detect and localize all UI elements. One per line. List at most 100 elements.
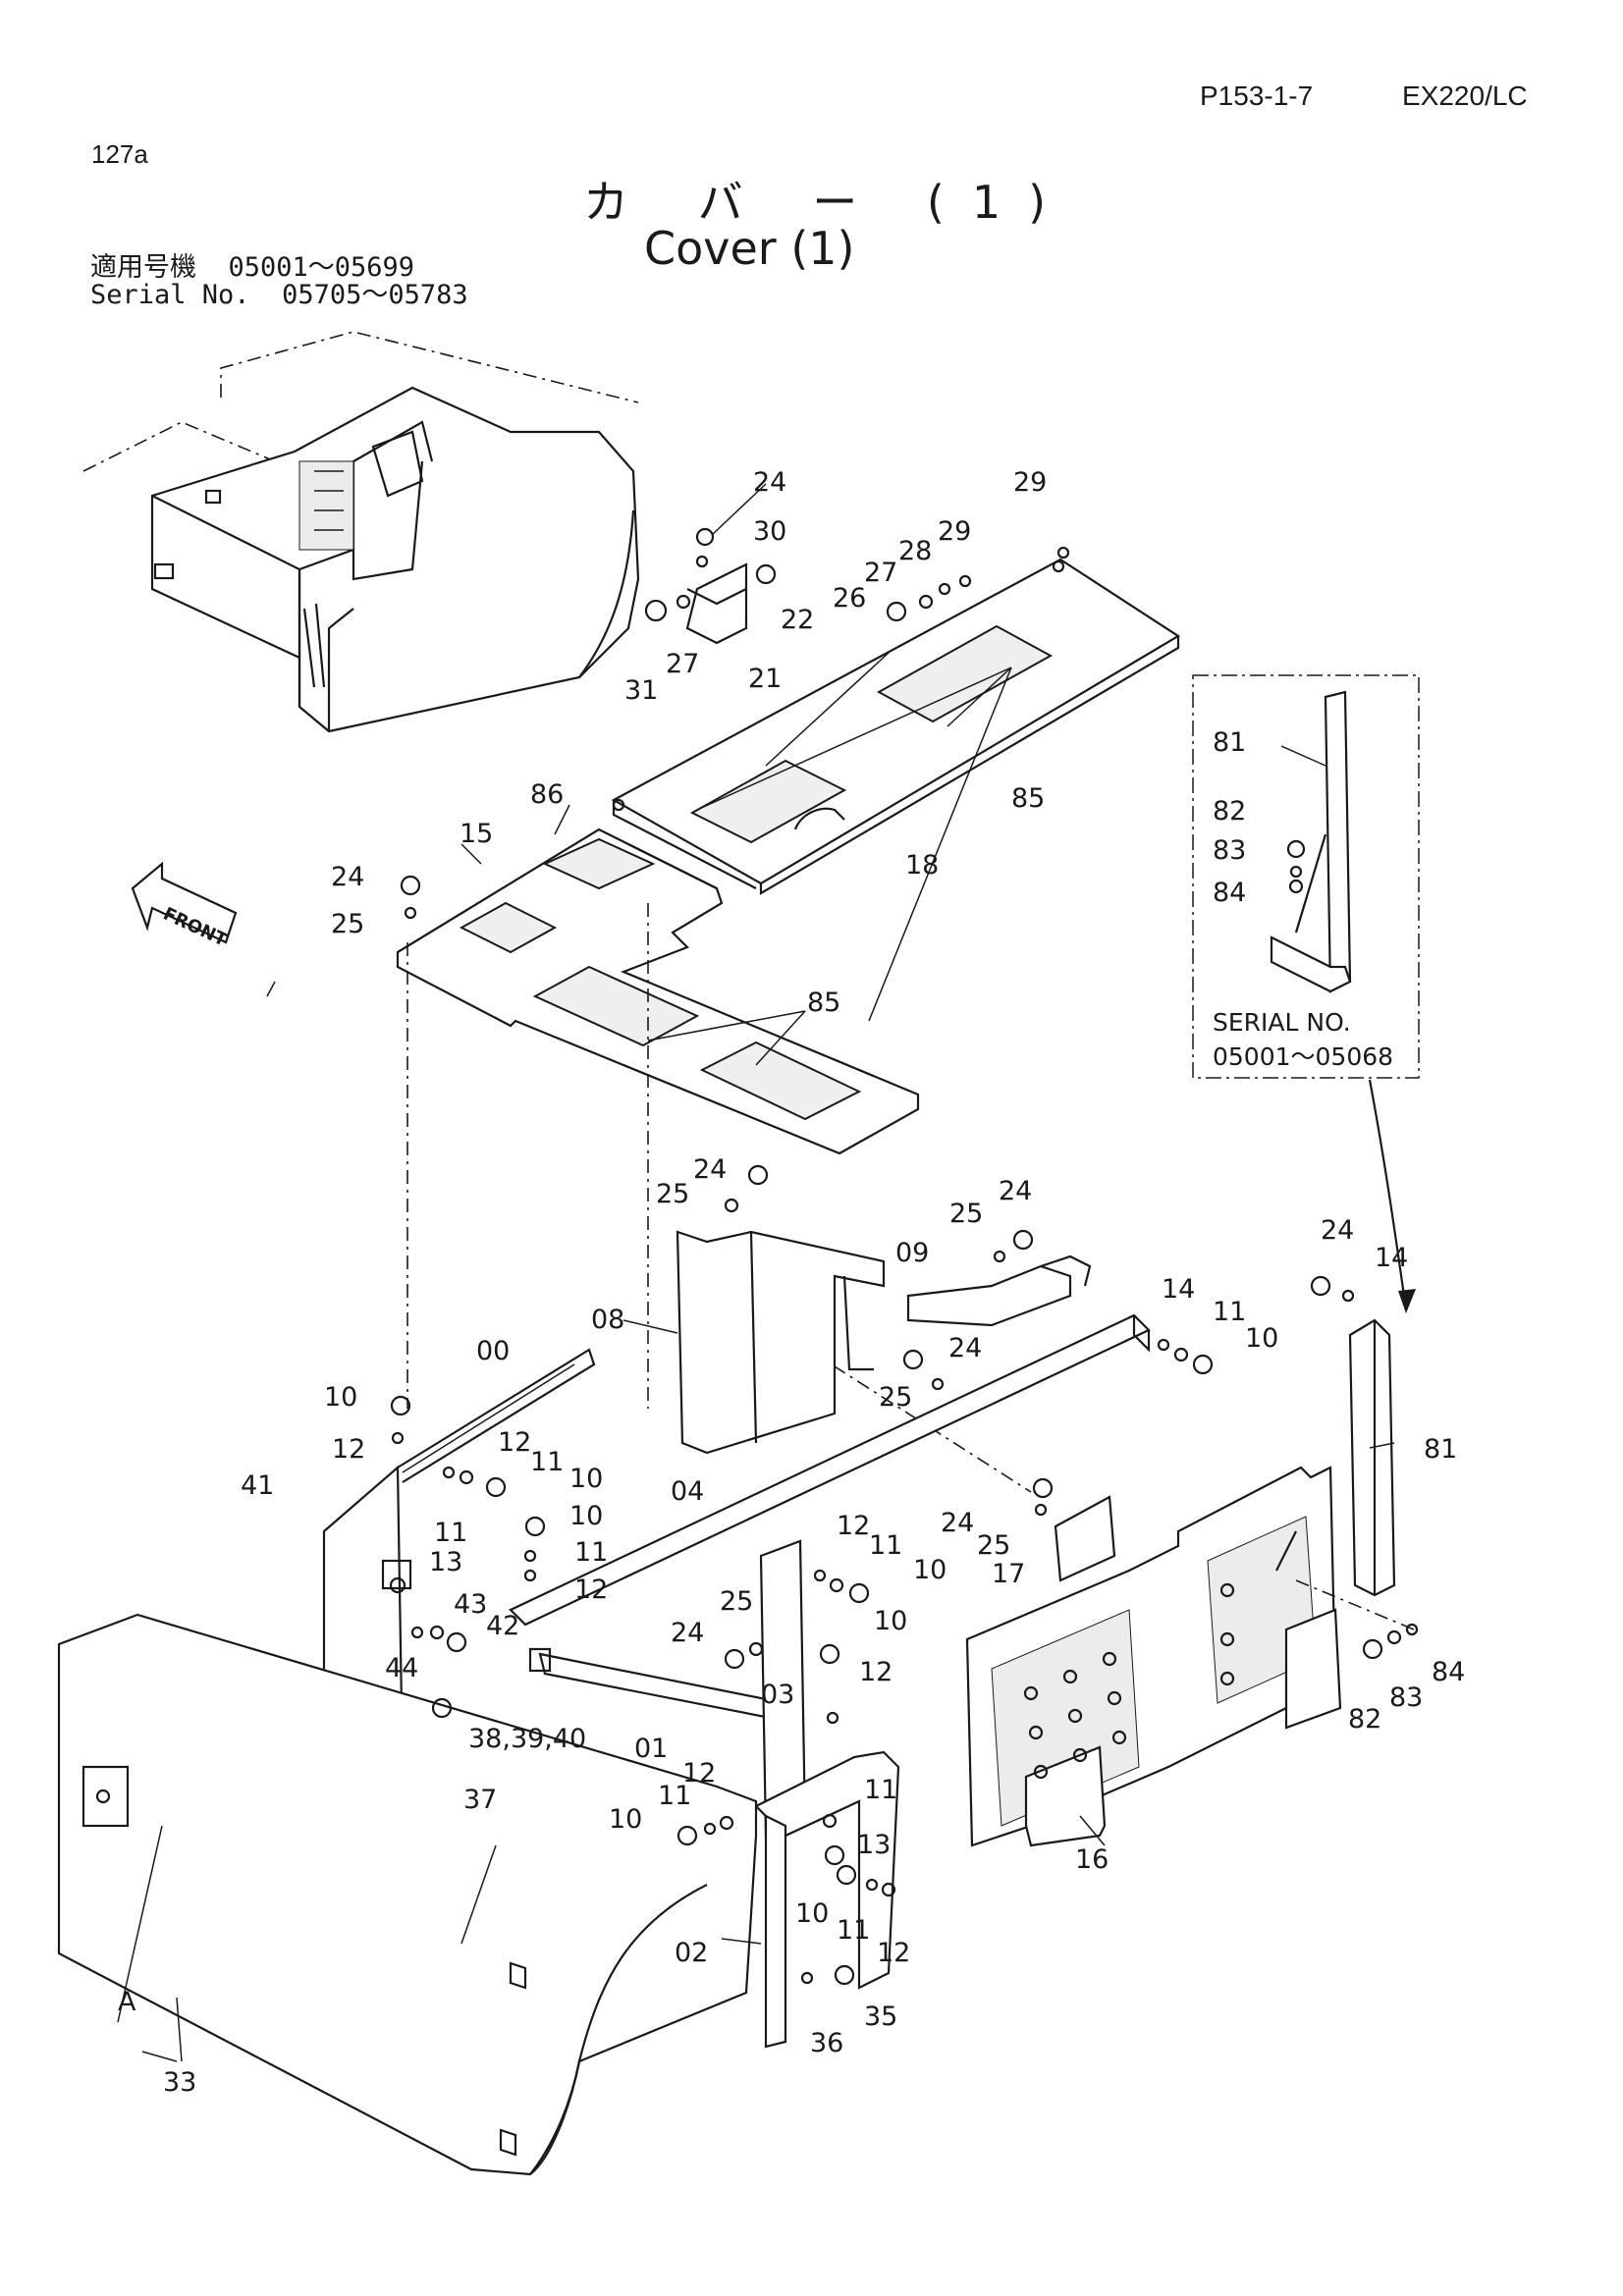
callout-label: 14 <box>1375 1243 1408 1273</box>
callout-label: 81 <box>1213 727 1246 758</box>
callout-label: 00 <box>476 1336 510 1366</box>
callout-label: 25 <box>977 1530 1010 1561</box>
callout-label: 11 <box>530 1447 564 1477</box>
callout-label: 41 <box>241 1470 274 1501</box>
callout-label: 42 <box>486 1611 519 1641</box>
callout-label: 27 <box>666 649 699 679</box>
leader-lines <box>117 483 1395 2062</box>
fasteners <box>389 527 1419 1986</box>
callout-label: 01 <box>634 1734 668 1764</box>
callout-label: 10 <box>874 1606 907 1636</box>
callout-label: 38,39,40 <box>468 1724 586 1754</box>
callout-label: 24 <box>999 1176 1032 1206</box>
callout-label: 11 <box>1213 1297 1246 1327</box>
page-title-english: Cover (1) <box>644 222 855 275</box>
callout-label: 12 <box>682 1758 716 1789</box>
callout-labels: 24 30 22 27 21 31 29 28 27 26 29 86 15 2… <box>118 467 1465 2098</box>
callout-label: 24 <box>948 1333 982 1363</box>
callout-label: 24 <box>941 1508 974 1538</box>
callout-label: 10 <box>569 1501 603 1531</box>
front-direction-arrow: FRONT <box>131 861 238 951</box>
callout-label: 82 <box>1213 796 1246 827</box>
callout-label: 10 <box>795 1898 829 1929</box>
callout-label: 11 <box>864 1775 897 1805</box>
callout-label: 28 <box>898 536 932 566</box>
callout-label: 02 <box>675 1938 708 1968</box>
callout-label: 11 <box>574 1537 608 1568</box>
serial-range-line-2: Serial No. 05705～05783 <box>90 280 468 310</box>
callout-label: 13 <box>857 1830 891 1860</box>
callout-label: 83 <box>1213 835 1246 866</box>
callout-label: 08 <box>591 1305 624 1335</box>
part-09 <box>906 1255 1092 1327</box>
callout-label: 44 <box>385 1653 418 1683</box>
callout-label: 22 <box>781 605 814 635</box>
callout-label: 12 <box>574 1575 608 1605</box>
callout-label: 85 <box>1011 783 1045 814</box>
callout-label: 12 <box>498 1427 531 1458</box>
inset-serial-range: 05001～05068 <box>1213 1042 1393 1071</box>
callout-label: 27 <box>864 558 897 588</box>
page-code: P153-1-7 <box>1200 80 1314 111</box>
callout-label: 30 <box>753 516 786 547</box>
callout-label: 11 <box>658 1781 691 1811</box>
callout-label: 12 <box>837 1511 870 1541</box>
callout-label: 12 <box>859 1657 893 1687</box>
callout-label: 12 <box>332 1434 365 1465</box>
callout-label: 43 <box>454 1589 487 1620</box>
callout-label: 84 <box>1432 1657 1465 1687</box>
callout-label: 24 <box>331 862 364 892</box>
inset-box: SERIAL NO. 05001～05068 <box>1192 674 1420 1079</box>
callout-label: 33 <box>163 2067 196 2098</box>
sheet-number: 127a <box>91 139 148 169</box>
callout-label: 09 <box>895 1238 929 1268</box>
callout-label: 25 <box>879 1382 912 1413</box>
callout-label: 81 <box>1424 1434 1457 1465</box>
callout-label: 13 <box>429 1547 462 1577</box>
callout-label: 10 <box>609 1804 642 1835</box>
callout-label: 21 <box>748 664 782 694</box>
callout-label: 25 <box>720 1586 753 1617</box>
callout-label: 11 <box>837 1915 870 1946</box>
callout-label: 24 <box>693 1154 727 1185</box>
top-cover-18 <box>611 558 1181 895</box>
counterweight-assembly <box>82 331 640 733</box>
guard-08 <box>676 1230 886 1455</box>
callout-label: 11 <box>434 1518 467 1548</box>
callout-label: A <box>118 1987 136 2017</box>
side-cover-33 <box>57 1613 758 2176</box>
callout-label: 25 <box>949 1199 983 1229</box>
stay-81 <box>1295 1318 1415 1630</box>
callout-label: 03 <box>761 1680 794 1710</box>
page-title-japanese: カ バ ー (1) <box>583 176 1074 229</box>
side-panel-16 <box>965 1466 1342 1847</box>
callout-label: 86 <box>530 779 564 810</box>
callout-label: 24 <box>671 1618 704 1648</box>
callout-label: 10 <box>324 1382 357 1413</box>
callout-label: 11 <box>869 1530 902 1561</box>
callout-label: 83 <box>1389 1682 1423 1713</box>
callout-label: 36 <box>810 2028 843 2058</box>
callout-label: 24 <box>753 467 786 498</box>
callout-label: 16 <box>1075 1844 1109 1875</box>
callout-label: 82 <box>1348 1704 1381 1735</box>
callout-label: 17 <box>992 1559 1025 1589</box>
callout-label: 85 <box>807 988 840 1018</box>
callout-label: 18 <box>905 850 939 881</box>
inset-serial-label: SERIAL NO. <box>1213 1008 1351 1037</box>
callout-label: 14 <box>1162 1274 1195 1305</box>
callout-label: 04 <box>671 1476 704 1507</box>
bracket-21 <box>685 562 748 645</box>
plate-17 <box>1054 1495 1116 1582</box>
inset-pointer-arrowhead <box>1398 1289 1416 1313</box>
callout-label: 84 <box>1213 878 1246 908</box>
model-number: EX220/LC <box>1402 80 1528 111</box>
callout-label: 26 <box>833 583 866 614</box>
callout-label: 10 <box>913 1555 947 1585</box>
callout-label: 15 <box>460 819 493 849</box>
callout-label: 37 <box>463 1785 497 1815</box>
callout-label: 35 <box>864 2002 897 2032</box>
top-plate-15 <box>396 828 920 1155</box>
callout-label: 10 <box>1245 1323 1278 1354</box>
